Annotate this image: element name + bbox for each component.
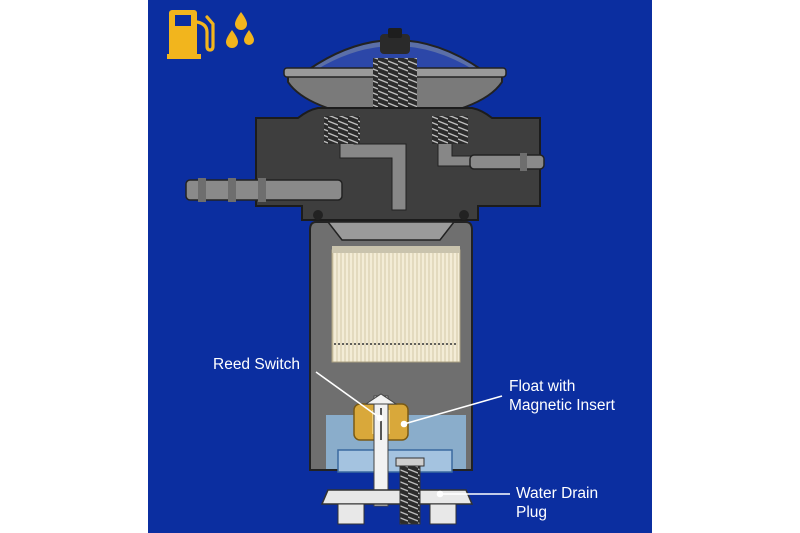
reed-switch-label-text: Reed Switch [213, 356, 301, 373]
diagram-panel: Reed Switch Float with Magnetic Insert W… [148, 0, 652, 533]
fuel-filter-water-separator-diagram [167, 10, 545, 525]
float-leader [403, 395, 503, 425]
fuel-inlet-tube [185, 178, 343, 202]
float-label: Float with Magnetic Insert [509, 377, 615, 415]
fuel-pump-icon [167, 10, 215, 59]
drain-label-line1: Water Drain [516, 485, 599, 502]
float-label-line1: Float with [509, 378, 576, 395]
drain-label-line2: Plug [516, 504, 548, 521]
reed-switch-leader [315, 371, 381, 419]
reed-switch [364, 393, 398, 507]
drain-base [320, 489, 474, 525]
reed-switch-label: Reed Switch [213, 355, 300, 374]
float-label-line2: Magnetic Insert [509, 397, 615, 414]
fuel-outlet-tube [469, 153, 545, 171]
drain-plug-label: Water Drain Plug [516, 484, 598, 522]
water-drain-plug [395, 457, 425, 525]
filter-element [331, 246, 461, 363]
fuel-droplets-icon [226, 12, 254, 48]
leader-lines [315, 371, 510, 498]
